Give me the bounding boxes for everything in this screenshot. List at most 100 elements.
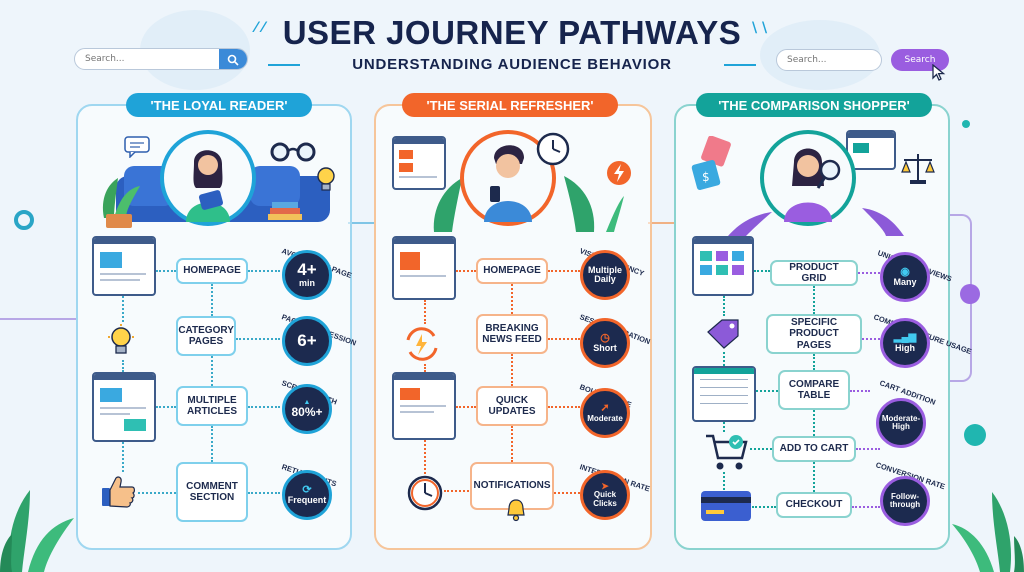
journey-step-specific-product-pages[interactable]: SPECIFIC PRODUCT PAGES bbox=[766, 314, 862, 354]
connector bbox=[156, 406, 176, 408]
eyeglasses-icon bbox=[270, 142, 316, 162]
connector bbox=[511, 426, 513, 462]
connector bbox=[248, 406, 280, 408]
journey-title-serial-refresher: 'THE SERIAL REFRESHER' bbox=[402, 93, 618, 117]
page-thumbnail bbox=[392, 136, 446, 190]
search-icon-button[interactable] bbox=[219, 49, 247, 69]
decor-dot-purple bbox=[960, 284, 980, 304]
connector bbox=[456, 270, 476, 272]
connector bbox=[456, 406, 476, 408]
lightbulb-icon bbox=[317, 167, 335, 191]
metric-scroll-depth: ▲80%+ bbox=[282, 384, 332, 434]
shopper-leaves bbox=[728, 208, 904, 236]
journey-step-homepage[interactable]: HOMEPAGE bbox=[176, 258, 248, 284]
page-thumbnail bbox=[692, 236, 754, 296]
page-thumbnail bbox=[392, 236, 456, 300]
metric-avg-time-on-page: 4+min bbox=[282, 250, 332, 300]
connector bbox=[424, 364, 426, 372]
comparison-table-thumbnail bbox=[692, 366, 756, 422]
connector bbox=[723, 472, 725, 490]
lightning-icon bbox=[607, 161, 631, 185]
connector bbox=[211, 284, 213, 316]
connector bbox=[858, 272, 880, 274]
metric-bounce-rate: ➚Moderate bbox=[580, 388, 630, 438]
thumbs-up-icon bbox=[102, 476, 135, 508]
journey-step-quick-updates[interactable]: QUICK UPDATES bbox=[476, 386, 548, 426]
bar-chart-icon: ▂▄▆ bbox=[893, 332, 917, 344]
search-input-right[interactable] bbox=[777, 50, 881, 70]
connector bbox=[122, 442, 124, 472]
journey-step-product-grid[interactable]: PRODUCT GRID bbox=[770, 260, 858, 286]
search-input-left[interactable] bbox=[75, 49, 247, 69]
microphone-icon: ▲ bbox=[303, 399, 311, 407]
connector bbox=[554, 492, 580, 494]
page-thumbnail bbox=[392, 372, 456, 440]
connector bbox=[248, 492, 280, 494]
journey-step-breaking-news-feed[interactable]: BREAKING NEWS FEED bbox=[476, 314, 548, 354]
page-title: USER JOURNEY PATHWAYS bbox=[282, 14, 742, 51]
journey-step-checkout[interactable]: CHECKOUT bbox=[776, 492, 852, 518]
metric-pages-per-session: 6+ bbox=[282, 316, 332, 366]
journey-step-add-to-cart[interactable]: ADD TO CART bbox=[772, 436, 856, 462]
search-box-left bbox=[74, 48, 248, 70]
connector bbox=[444, 490, 476, 492]
avatar-loyal-reader bbox=[160, 130, 256, 226]
connector bbox=[138, 492, 176, 494]
connector bbox=[723, 422, 725, 432]
connector bbox=[156, 270, 176, 272]
chat-icon bbox=[124, 136, 150, 158]
decor-dot-teal bbox=[964, 424, 986, 446]
connector bbox=[723, 296, 725, 316]
connector bbox=[852, 506, 880, 508]
panel-connector-1-2 bbox=[348, 222, 376, 224]
metric-return-visits: ⟳Frequent bbox=[282, 470, 332, 520]
journey-title-loyal-reader: 'THE LOYAL READER' bbox=[126, 93, 312, 117]
connector bbox=[548, 406, 580, 408]
connector bbox=[424, 300, 426, 324]
metric-conversion-rate: Follow-through bbox=[880, 476, 930, 526]
connector bbox=[211, 356, 213, 386]
connector bbox=[122, 360, 124, 372]
metric-unique-page-views: ◉Many bbox=[880, 252, 930, 302]
journey-step-multiple-articles[interactable]: MULTIPLE ARTICLES bbox=[176, 386, 248, 426]
decor-ring-left bbox=[14, 210, 34, 230]
connector bbox=[122, 296, 124, 322]
connector bbox=[548, 338, 580, 340]
journey-step-compare-table[interactable]: COMPARE TABLE bbox=[778, 370, 850, 410]
scale-icon bbox=[901, 154, 935, 184]
connector bbox=[850, 390, 870, 392]
shopping-cart-icon bbox=[706, 434, 748, 470]
connector bbox=[813, 462, 815, 492]
svg-text:$: $ bbox=[702, 170, 710, 184]
eye-icon: ◉ bbox=[900, 265, 910, 278]
metric-session-duration: ◷Short bbox=[580, 318, 630, 368]
price-tag-icon bbox=[707, 319, 739, 349]
cursor-icon bbox=[932, 64, 946, 81]
clock-icon bbox=[407, 475, 443, 511]
refresher-leaves bbox=[433, 176, 624, 232]
journey-step-comment-section[interactable]: COMMENT SECTION bbox=[176, 462, 248, 522]
connector bbox=[248, 270, 280, 272]
journey-step-category-pages[interactable]: CATEGORY PAGES bbox=[176, 316, 236, 356]
lightbulb-icon bbox=[108, 324, 134, 354]
sparkle-icon: \ \ bbox=[752, 20, 768, 36]
credit-card-icon bbox=[701, 491, 751, 521]
metric-interaction-rate: ➤Quick Clicks bbox=[580, 470, 630, 520]
journey-step-homepage[interactable]: HOMEPAGE bbox=[476, 258, 548, 284]
metric-compare-feature-usage: ▂▄▆High bbox=[880, 318, 930, 368]
search-box-right bbox=[776, 49, 882, 71]
connector bbox=[813, 354, 815, 370]
connector bbox=[723, 352, 725, 366]
page-thumbnail bbox=[92, 372, 156, 442]
clock-icon: ◷ bbox=[600, 331, 610, 344]
connector bbox=[511, 354, 513, 386]
price-tag-icon: $ bbox=[691, 136, 731, 190]
connector bbox=[813, 286, 815, 314]
clock-icon bbox=[536, 132, 570, 166]
connector bbox=[211, 426, 213, 462]
metric-cart-addition: Moderate-High bbox=[876, 398, 926, 448]
connector bbox=[752, 506, 776, 508]
connector bbox=[856, 448, 880, 450]
search-icon bbox=[227, 54, 239, 66]
page-thumbnail bbox=[846, 130, 896, 170]
